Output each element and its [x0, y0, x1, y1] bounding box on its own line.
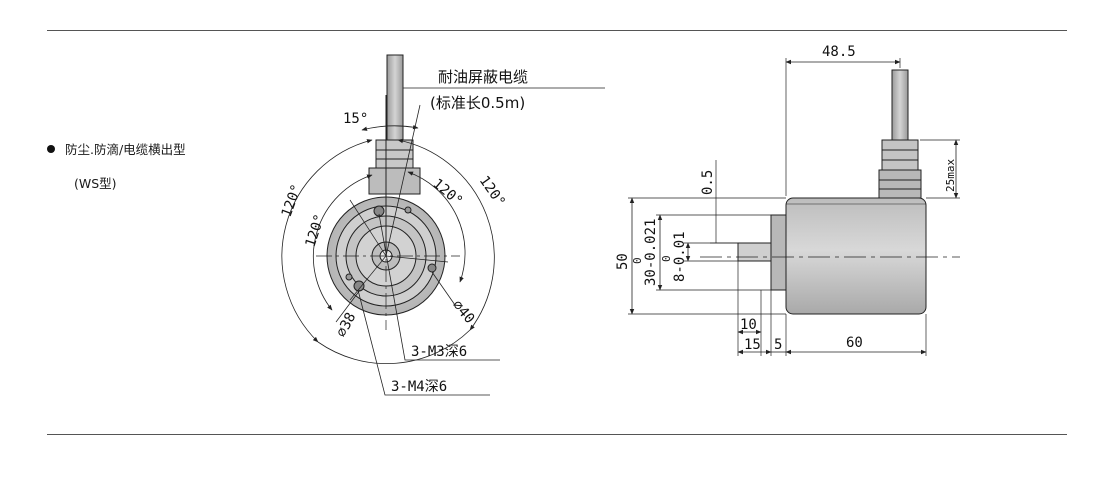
cable-side: [891, 69, 909, 141]
top-rule: [47, 30, 1067, 31]
dim-48-5-label: 48.5: [822, 44, 856, 60]
cable-gland-side: [881, 139, 919, 171]
dim-30-upper-label: 0: [631, 257, 644, 264]
description-line1: 防尘.防滴/电缆横出型: [65, 142, 186, 157]
bullet-icon: [47, 145, 55, 153]
gland-base-side: [878, 169, 922, 199]
dim-60-label: 60: [846, 335, 863, 351]
dim-8-upper-label: 0: [660, 255, 673, 262]
m3-hole-label: 3-M3深6: [411, 344, 467, 360]
dim-10-label: 10: [740, 317, 757, 333]
angle-outer-left-label: 120°: [279, 182, 306, 219]
angle-inner-right-label: 120°: [429, 176, 465, 210]
diameter-40-label: ⌀40: [449, 297, 478, 327]
cable-gland-front: [375, 139, 414, 169]
angle-15-label: 15°: [343, 111, 368, 127]
cable-front: [386, 54, 404, 141]
m4-hole-label: 3-M4深6: [391, 379, 447, 395]
model-description: 防尘.防滴/电缆横出型 (WS型): [47, 133, 186, 201]
encoder-body: [785, 197, 927, 315]
dim-0-5-label: 0.5: [700, 170, 716, 195]
front-view: [281, 54, 605, 396]
gland-base-front: [368, 167, 421, 195]
angle-outer-right-label: 120°: [476, 173, 508, 210]
dim-15-label: 15: [744, 337, 761, 353]
diameter-38-label: ⌀38: [333, 310, 359, 340]
description-line2: (WS型): [74, 176, 117, 191]
cable-label: 耐油屏蔽电缆: [438, 68, 528, 86]
dim-8-label: 8-0.01: [672, 231, 688, 282]
dim-30-label: 30-0.021: [643, 219, 659, 286]
bottom-rule: [47, 434, 1067, 435]
dim-25max-label: 25max: [944, 159, 957, 192]
dim-5-label: 5: [774, 337, 782, 353]
dim-50-label: 50: [615, 253, 631, 270]
flange: [770, 214, 787, 291]
side-view: [628, 58, 960, 356]
angle-inner-left-label: 120°: [303, 212, 329, 249]
cable-length-label: (标准长0.5m): [430, 94, 525, 112]
shaft: [737, 242, 772, 262]
